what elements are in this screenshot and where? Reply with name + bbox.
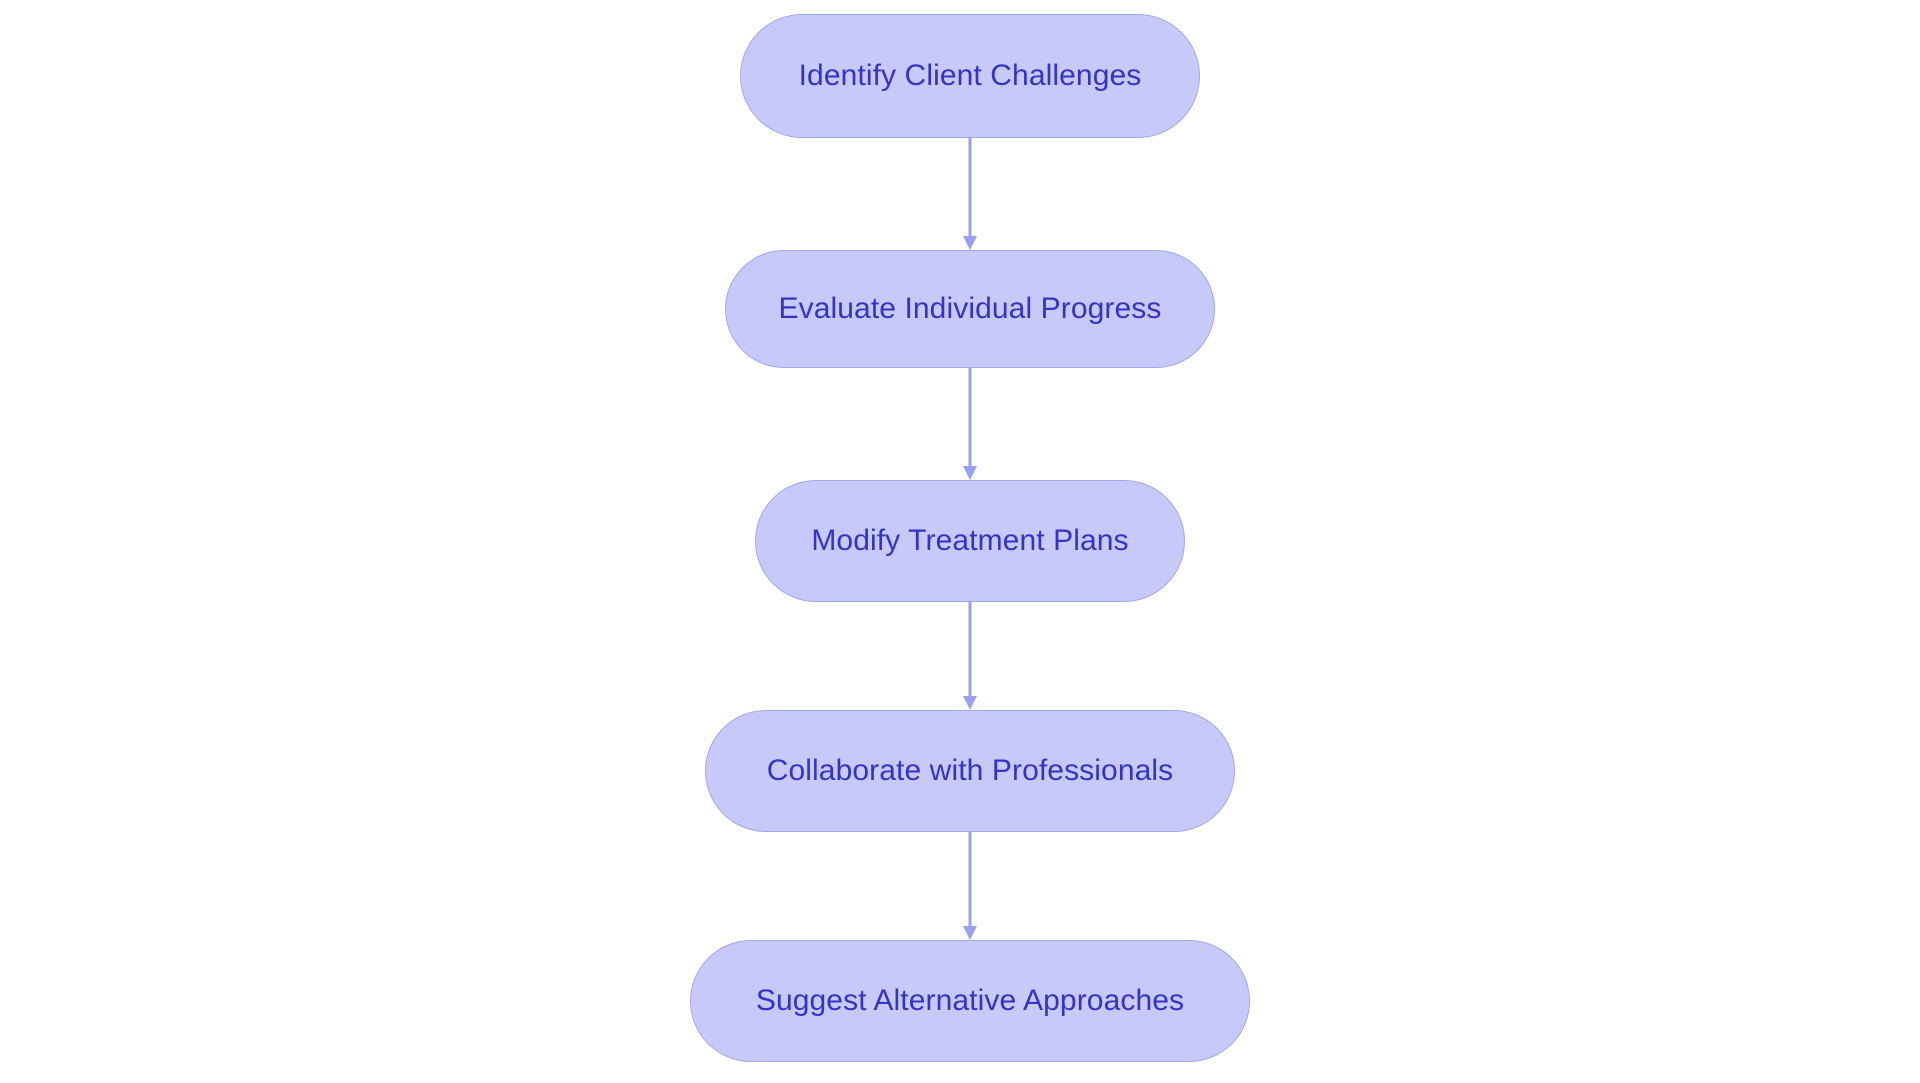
flowchart-connector-3 — [963, 602, 977, 710]
connector-line — [968, 602, 972, 696]
down-arrow-icon — [963, 696, 977, 710]
flowchart-node-collaborate-with-professionals[interactable]: Collaborate with Professionals — [705, 710, 1235, 832]
node-label: Modify Treatment Plans — [811, 524, 1129, 557]
flowchart-connector-1 — [963, 138, 977, 250]
flowchart-connector-4 — [963, 832, 977, 940]
connector-line — [968, 368, 972, 466]
connector-line — [968, 832, 972, 926]
node-label: Suggest Alternative Approaches — [755, 984, 1185, 1017]
flowchart-node-evaluate-individual-progress[interactable]: Evaluate Individual Progress — [725, 250, 1215, 368]
connector-line — [968, 138, 972, 236]
flowchart-node-identify-client-challenges[interactable]: Identify Client Challenges — [740, 14, 1200, 138]
node-label: Evaluate Individual Progress — [778, 292, 1162, 325]
down-arrow-icon — [963, 236, 977, 250]
down-arrow-icon — [963, 926, 977, 940]
flowchart-node-suggest-alternative-approaches[interactable]: Suggest Alternative Approaches — [690, 940, 1250, 1062]
flowchart-node-modify-treatment-plans[interactable]: Modify Treatment Plans — [755, 480, 1185, 602]
down-arrow-icon — [963, 466, 977, 480]
node-label: Collaborate with Professionals — [766, 754, 1174, 787]
flowchart-connector-2 — [963, 368, 977, 480]
node-label: Identify Client Challenges — [798, 59, 1142, 92]
